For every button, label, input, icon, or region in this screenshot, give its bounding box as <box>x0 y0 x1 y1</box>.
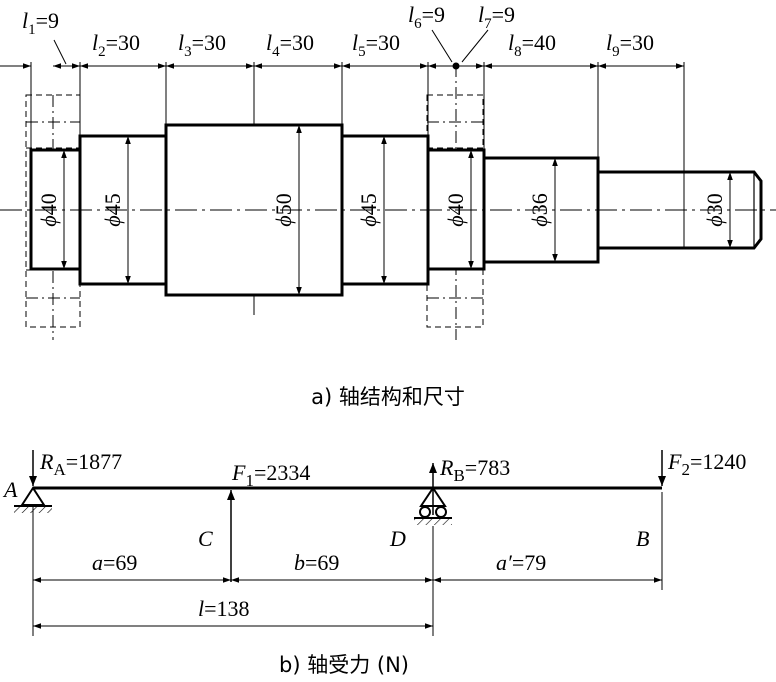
length-dimension-line <box>0 62 684 70</box>
point-d: D <box>389 526 406 551</box>
label-f2: F2=1240 <box>667 449 746 479</box>
point-b: B <box>636 526 649 551</box>
support-d-roller <box>414 486 452 525</box>
leader-l7 <box>461 29 489 63</box>
label-l8: l8=40 <box>508 30 556 60</box>
point-a: A <box>2 477 18 502</box>
label-d7: ϕ30 <box>702 193 727 226</box>
label-d6: ϕ36 <box>527 193 552 226</box>
label-d1: ϕ40 <box>36 193 61 226</box>
leader-l6 <box>431 29 453 63</box>
label-d5: ϕ40 <box>443 193 468 226</box>
label-l6: l6=9 <box>408 2 445 32</box>
label-l5: l5=30 <box>352 30 400 60</box>
label-l9: l9=30 <box>606 30 654 60</box>
dimension-extension-lines <box>30 62 685 315</box>
label-span-l: l=138 <box>198 596 250 621</box>
label-l1: l1=9 <box>22 8 59 38</box>
caption-a: a) 轴结构和尺寸 <box>311 385 465 409</box>
label-rb: RB=783 <box>439 455 510 485</box>
label-l4: l4=30 <box>266 30 314 60</box>
label-l7: l7=9 <box>478 2 515 32</box>
label-l2: l2=30 <box>92 30 140 60</box>
label-span-b: b=69 <box>294 550 339 575</box>
leader-l1 <box>53 39 67 65</box>
label-d2: ϕ45 <box>100 193 125 226</box>
label-d3: ϕ50 <box>271 193 296 226</box>
label-ra: RA=1877 <box>39 449 122 479</box>
label-l3: l3=30 <box>178 30 226 60</box>
force-diagram: RA=1877 F1=2334 RB=783 F2=1240 A C D B a… <box>2 449 746 677</box>
label-f1: F1=2334 <box>231 460 310 490</box>
label-span-a: a=69 <box>92 550 137 575</box>
label-span-a-prime: a′=79 <box>496 550 546 575</box>
caption-b: b) 轴受力 (N) <box>279 653 409 677</box>
label-d4: ϕ45 <box>356 193 381 226</box>
point-c: C <box>198 526 213 551</box>
diameter-dimension-lines <box>61 125 733 295</box>
shaft-structure: l1=9 l2=30 l3=30 l4=30 l5=30 l6=9 l7=9 l… <box>0 2 776 409</box>
